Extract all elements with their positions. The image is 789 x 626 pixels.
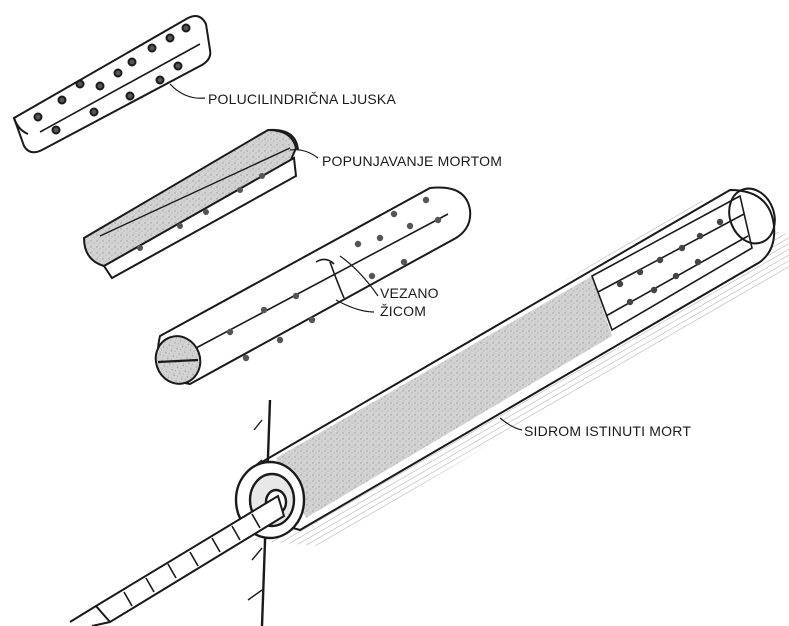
label-half-cylinder-shell: POLUCILINDRIČNA LJUSKA: [208, 90, 396, 108]
label-wire-tied-line1: VEZANO: [380, 284, 439, 302]
borehole: [246, 182, 789, 546]
label-wire-tied-line2: ŽICOM: [380, 302, 426, 320]
mortar-filled-shell: [84, 130, 298, 278]
half-cylinder-shell: [14, 16, 210, 152]
anchor-rod: [70, 496, 284, 626]
shell-leader-line: [170, 84, 205, 98]
label-anchor-mortar: SIDROM ISTINUTI MORT: [524, 422, 691, 440]
label-mortar-filling: POPUNJAVANJE MORTOM: [322, 152, 502, 170]
